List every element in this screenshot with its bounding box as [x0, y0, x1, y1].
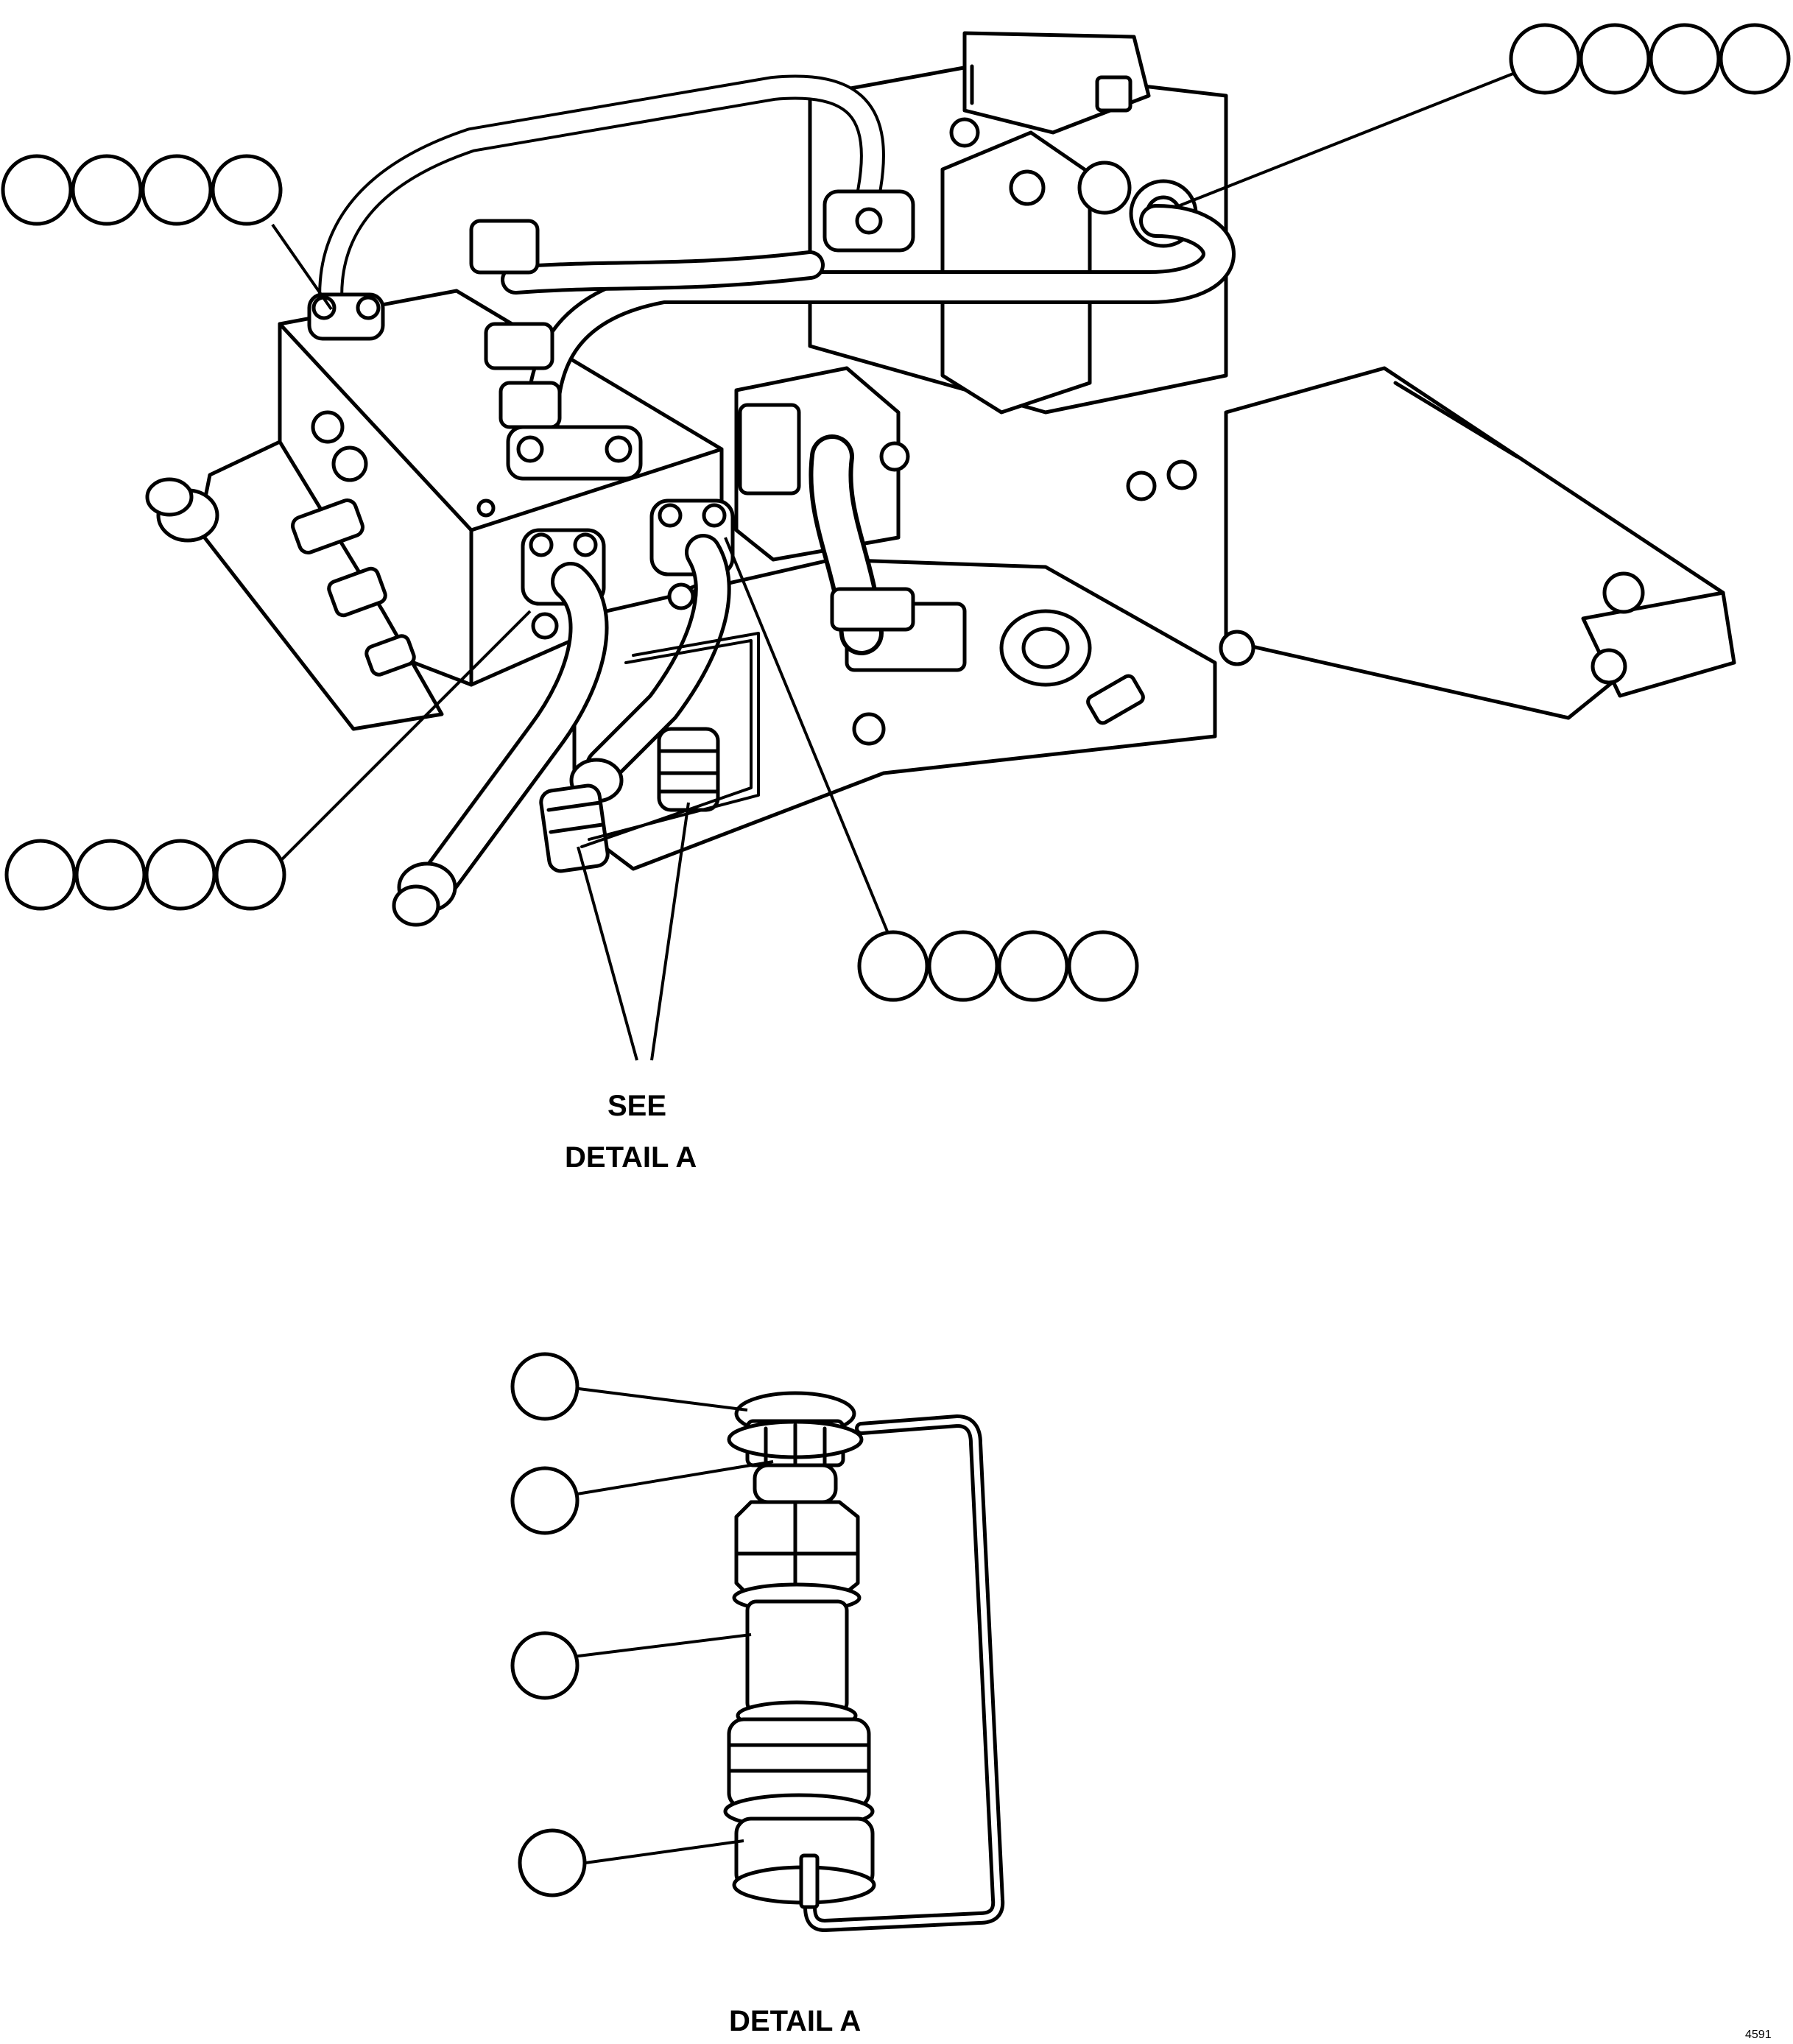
detail-callout-bubble	[510, 1631, 580, 1700]
callout-top-left	[1, 154, 283, 226]
callout-bubble	[141, 154, 213, 226]
callout-bubble	[997, 930, 1069, 1002]
callout-middle-left	[4, 839, 286, 911]
detail-reference-label: DETAIL A	[565, 1141, 697, 1174]
detail-a-callouts	[510, 1352, 587, 1897]
callout-bubble	[74, 839, 147, 911]
callout-bubble	[1719, 23, 1791, 95]
callout-bubble	[1, 154, 73, 226]
callout-bubble	[144, 839, 216, 911]
manifold-assembly-illustration	[145, 31, 1736, 927]
see-label: SEE	[607, 1090, 666, 1122]
upper-hose-loop	[318, 74, 1236, 473]
detail-a-leaders	[572, 1386, 774, 1864]
drawing-number: 4591	[1745, 2029, 1772, 2041]
callout-bubble	[857, 930, 929, 1002]
callout-bubble	[927, 930, 999, 1002]
detail-callout-bubble	[510, 1352, 580, 1421]
detail-a-title: DETAIL A	[729, 2005, 861, 2037]
mounting-bracket	[1224, 366, 1736, 720]
callout-middle-right	[857, 930, 1139, 1002]
middle-hose	[738, 403, 915, 655]
callout-bubble	[4, 839, 77, 911]
quick-coupler-fittings	[539, 632, 760, 873]
detail-a-illustration	[723, 1391, 1005, 1932]
front-left-hose	[392, 562, 609, 927]
callout-bubble	[1649, 23, 1721, 95]
callout-bubble	[1067, 930, 1139, 1002]
detail-callout-bubble	[518, 1828, 587, 1897]
callout-bubble	[1579, 23, 1651, 95]
callout-top-right	[1509, 23, 1791, 95]
detail-callout-bubble	[510, 1466, 580, 1535]
left-plate	[145, 440, 444, 731]
callout-leaders	[271, 71, 1518, 1061]
callout-bubble	[214, 839, 286, 911]
callout-bubble	[211, 154, 283, 226]
callout-bubble	[71, 154, 143, 226]
upper-flanges	[307, 189, 915, 481]
upper-valve-block	[808, 31, 1228, 415]
callout-bubble	[1509, 23, 1581, 95]
